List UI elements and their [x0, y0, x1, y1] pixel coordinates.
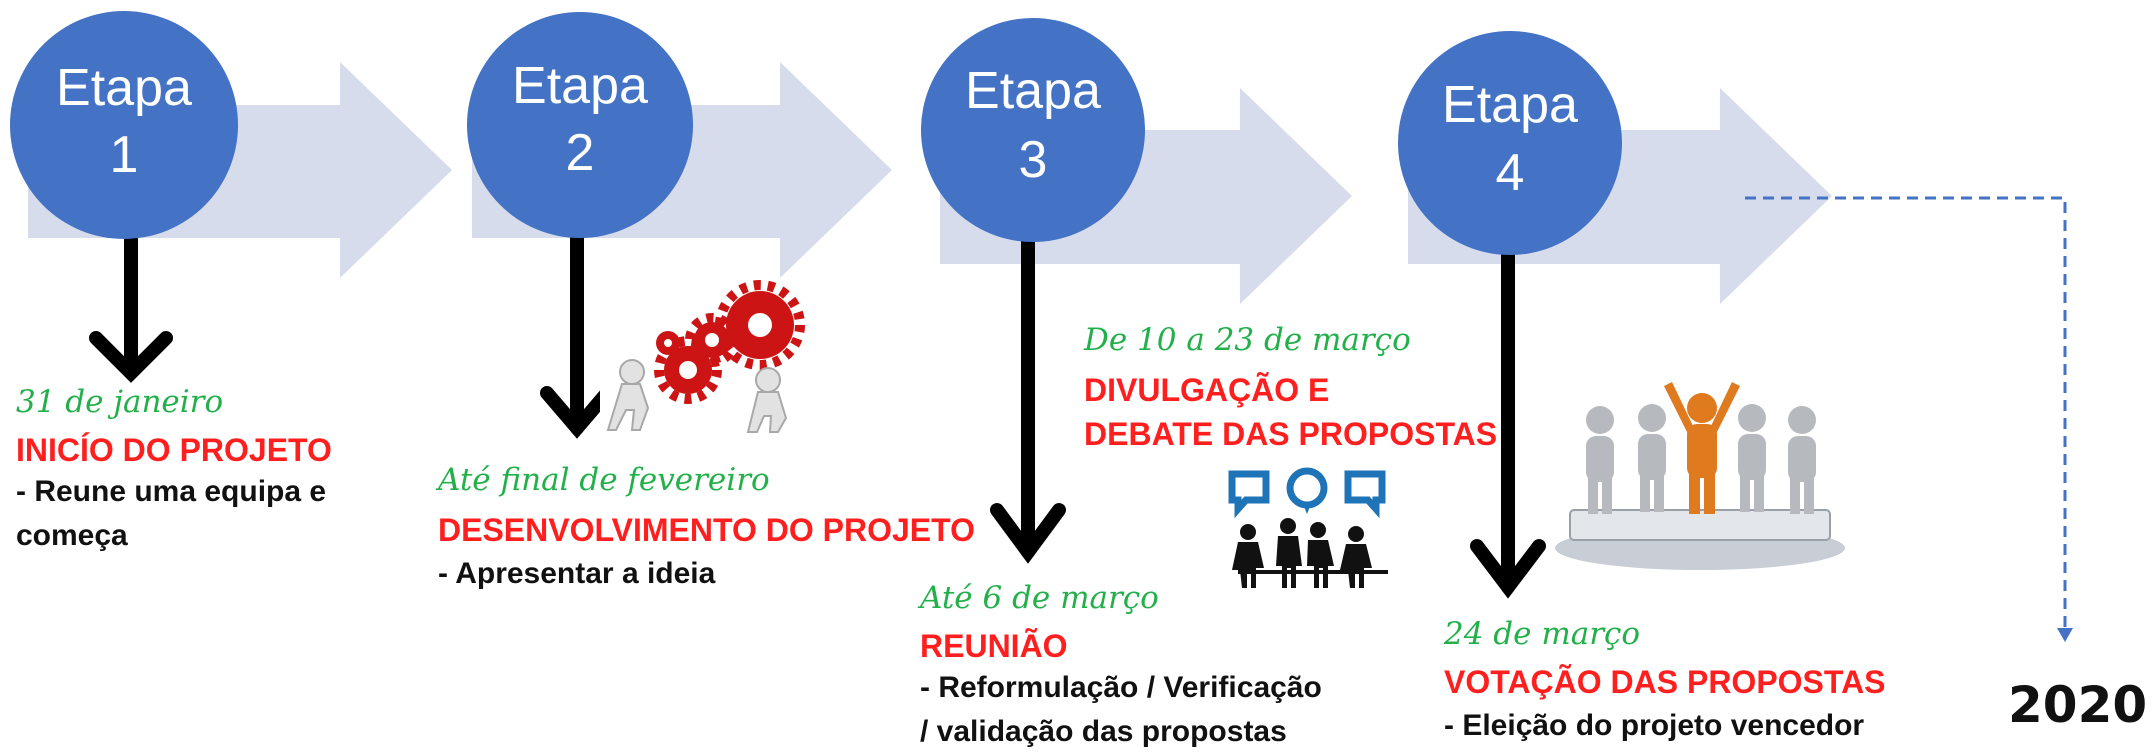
stage-1-desc-line2: começa — [16, 519, 128, 552]
stage-3-date: Até 6 de março — [920, 580, 1159, 616]
stage-3-label: Etapa — [965, 62, 1101, 120]
stage-3-title: REUNIÃO — [920, 628, 1068, 664]
stage-2-desc-line1: - Apresentar a ideia — [438, 557, 716, 590]
callout-date: De 10 a 23 de março — [1084, 322, 1411, 358]
year-label: 2020 — [2008, 676, 2148, 734]
discussion-group-icon — [1228, 467, 1388, 588]
stage-1-number: 1 — [110, 126, 139, 184]
stage-4-title: VOTAÇÃO DAS PROPOSTAS — [1444, 664, 1886, 700]
stage-3-desc-line2: / validação das propostas — [920, 715, 1287, 748]
stage-4-desc-line1: - Eleição do projeto vencedor — [1444, 709, 1865, 742]
stage-2-drop-arrow — [540, 218, 614, 439]
stage-4-date: 24 de março — [1444, 616, 1641, 652]
stage-2-title: DESENVOLVIMENTO DO PROJETO — [438, 512, 975, 548]
stage-2-number: 2 — [566, 124, 595, 182]
stage-2-date: Até final de fevereiro — [438, 462, 770, 498]
stage-1-drop-arrow — [89, 218, 173, 383]
stage-4-drop-arrow — [1470, 241, 1546, 599]
stage-2-circle — [467, 12, 693, 238]
stage-1-title: INICÍO DO PROJETO — [16, 432, 332, 468]
gears-icon — [600, 280, 820, 440]
callout-title-line2: DEBATE DAS PROPOSTAS — [1084, 416, 1498, 452]
stage-3-desc-line1: - Reformulação / Verificação — [920, 671, 1322, 704]
team-puzzle-icon — [1555, 382, 1845, 570]
stage-3-number: 3 — [1019, 131, 1048, 189]
stage-3-circle — [921, 18, 1145, 242]
stage-1-date: 31 de janeiro — [16, 384, 224, 420]
stage-2-label: Etapa — [512, 57, 648, 115]
stage-4-circle — [1398, 31, 1622, 255]
stage-4-number: 4 — [1496, 144, 1525, 202]
stage-3-drop-arrow — [990, 198, 1066, 564]
stage-1-circle — [10, 11, 238, 239]
stage-4-label: Etapa — [1442, 76, 1578, 134]
callout-title-line1: DIVULGAÇÃO E — [1084, 372, 1330, 408]
stage-1-desc-line1: - Reune uma equipa e — [16, 475, 327, 508]
stage-1-label: Etapa — [56, 59, 192, 117]
dashed-connector-arrowhead — [2057, 628, 2073, 642]
